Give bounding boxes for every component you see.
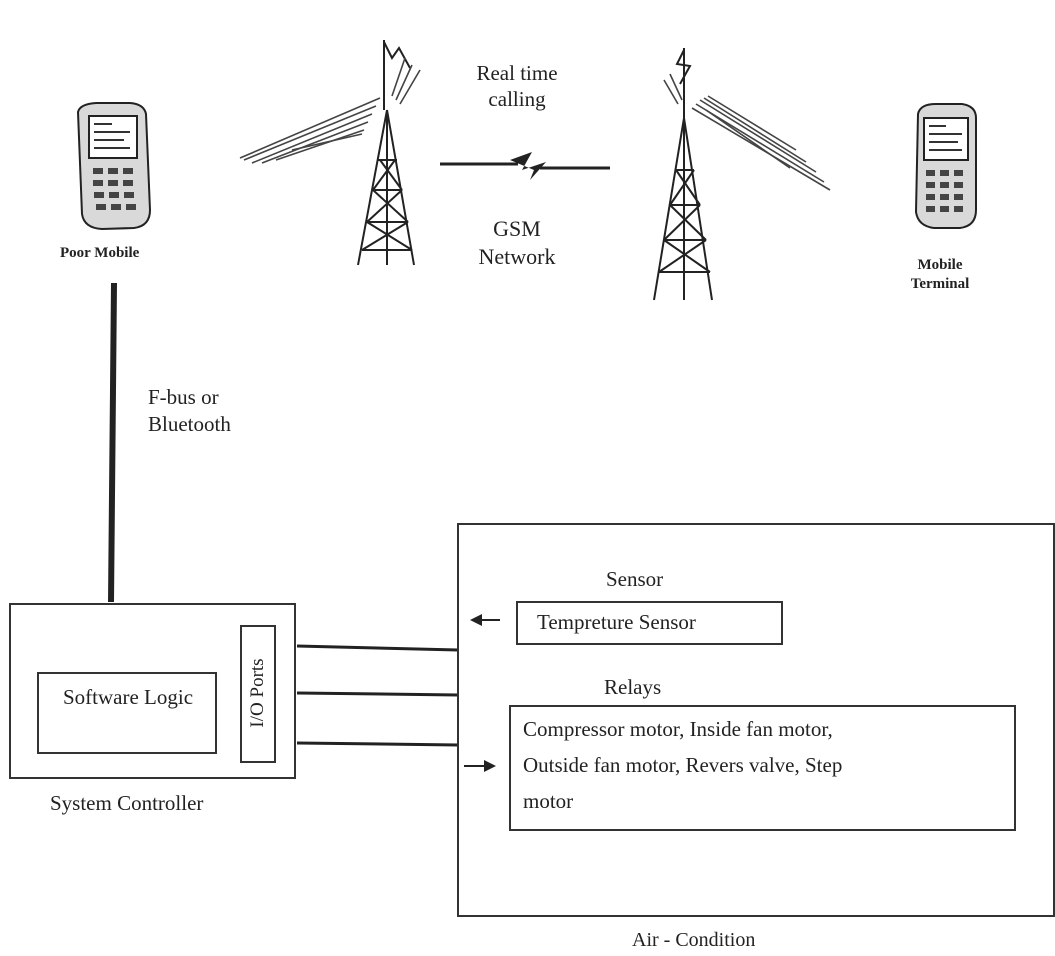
right-tower-signal	[663, 73, 831, 191]
poor-mobile-phone-icon	[76, 102, 152, 231]
calling-label: Real time calling	[476, 61, 558, 112]
sensor-heading: Sensor	[606, 567, 664, 591]
air-condition-label: Air - Condition	[632, 929, 756, 951]
lightning-icon	[440, 152, 610, 180]
relay-arrow-icon	[464, 760, 496, 772]
fbus-link-line	[108, 282, 117, 603]
poor-mobile-label: Poor Mobile	[60, 245, 140, 261]
air-condition-box	[457, 523, 1055, 917]
relays-line-1: Compressor motor, Inside fan motor,	[523, 717, 833, 741]
network-label: GSM Network	[478, 216, 556, 269]
temperature-sensor-label: Tempreture Sensor	[537, 610, 696, 634]
io-ports-box	[240, 625, 276, 763]
io-ports-label: I/O Ports	[247, 658, 268, 728]
left-tower-signal	[239, 57, 421, 164]
connection-line-1	[296, 644, 459, 652]
software-logic-label: Software Logic	[62, 685, 194, 709]
temperature-sensor-box	[516, 601, 783, 645]
mobile-terminal-label: Mobile Terminal	[910, 257, 970, 292]
sensor-arrow-icon	[470, 614, 500, 626]
relays-line-2: Outside fan motor, Revers valve, Step	[523, 753, 843, 777]
relays-line-3: motor	[523, 789, 574, 813]
right-tower-icon	[653, 48, 713, 301]
left-tower-icon	[357, 40, 415, 266]
software-logic-box	[37, 672, 217, 754]
connection-line-2	[296, 691, 459, 697]
relays-heading: Relays	[604, 675, 662, 699]
system-controller-box	[9, 603, 296, 779]
connection-line-3	[296, 741, 459, 747]
link-label: F-bus or Bluetooth	[148, 385, 231, 437]
system-controller-label: System Controller	[50, 791, 204, 815]
relays-box	[509, 705, 1016, 831]
mobile-terminal-phone-icon	[914, 103, 977, 229]
